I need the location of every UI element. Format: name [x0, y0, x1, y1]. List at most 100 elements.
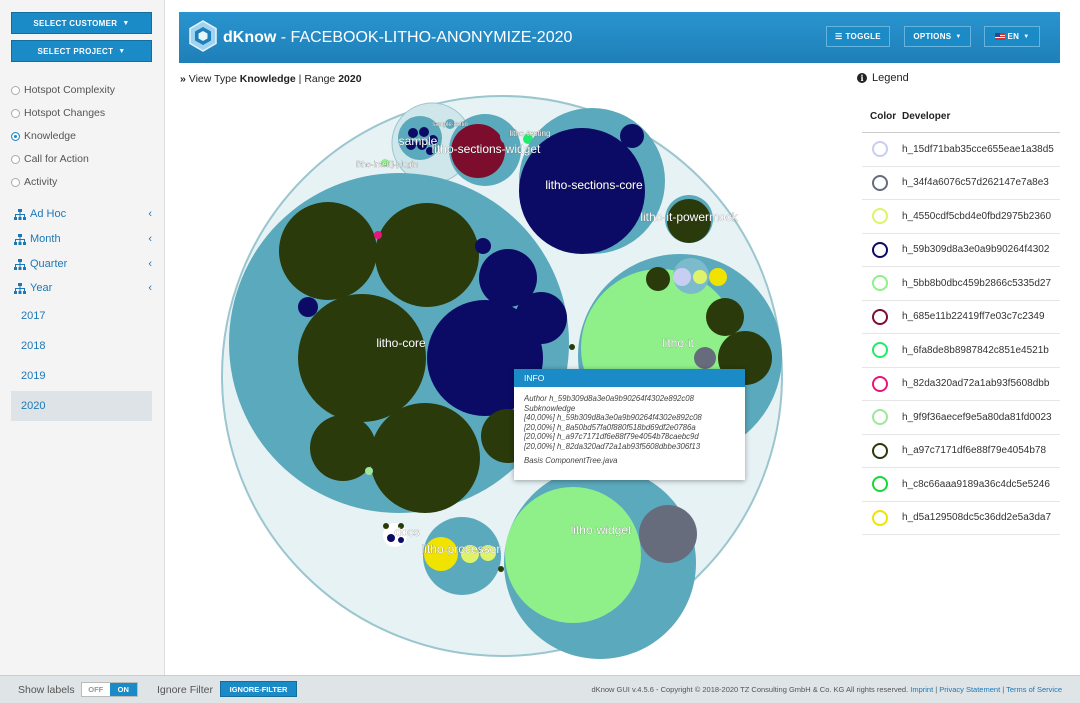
- select-project-label: SELECT PROJECT: [37, 46, 114, 56]
- select-project-button[interactable]: SELECT PROJECT▼: [11, 40, 152, 62]
- nav-month[interactable]: Month ‹: [14, 233, 152, 245]
- nav-label: Month: [30, 233, 61, 245]
- radio-hotspot-changes[interactable]: Hotspot Changes: [11, 107, 105, 119]
- language-button[interactable]: EN▼: [984, 26, 1040, 47]
- file-bubble[interactable]: [480, 545, 496, 561]
- bubble-label-litho-core: litho-core: [376, 336, 426, 350]
- file-bubble[interactable]: [639, 505, 697, 563]
- toggle-button[interactable]: ☰TOGGLE: [826, 26, 890, 47]
- privacy-link[interactable]: Privacy Statement: [939, 685, 1001, 694]
- file-bubble[interactable]: [479, 249, 537, 307]
- nav-ad-hoc[interactable]: Ad Hoc ‹: [14, 208, 152, 220]
- radio-knowledge[interactable]: Knowledge: [11, 130, 76, 142]
- file-bubble[interactable]: [693, 270, 707, 284]
- file-bubble[interactable]: [406, 140, 416, 150]
- file-bubble[interactable]: [417, 140, 427, 150]
- range-value: 2020: [338, 73, 362, 85]
- file-bubble[interactable]: [461, 545, 479, 563]
- color-ring-icon: [872, 141, 888, 158]
- chevron-left-icon: ‹: [148, 208, 152, 220]
- file-bubble[interactable]: [523, 134, 533, 144]
- sample-kotlin-bubble[interactable]: [445, 119, 455, 129]
- file-bubble[interactable]: [374, 231, 382, 239]
- file-bubble[interactable]: [398, 523, 404, 529]
- select-customer-button[interactable]: SELECT CUSTOMER▼: [11, 12, 152, 34]
- testing-bubble[interactable]: [500, 127, 518, 145]
- color-ring-icon: [872, 476, 888, 493]
- year-item-2017[interactable]: 2017: [11, 301, 152, 331]
- ignore-filter-label: Ignore Filter: [157, 684, 214, 696]
- nav-quarter[interactable]: Quarter ‹: [14, 258, 152, 270]
- file-bubble[interactable]: [375, 203, 479, 307]
- legend-developer: h_6fa8de8b8987842c851e4521b: [902, 344, 1049, 356]
- file-bubble[interactable]: [451, 124, 505, 178]
- radio-label: Knowledge: [24, 130, 76, 142]
- file-bubble[interactable]: [709, 268, 727, 286]
- file-bubble[interactable]: [667, 199, 711, 243]
- file-bubble[interactable]: [298, 297, 318, 317]
- file-bubble[interactable]: [387, 534, 395, 542]
- legend-row: h_4550cdf5cbd4e0fbd2975b2360: [862, 200, 1060, 234]
- file-bubble[interactable]: [310, 415, 376, 481]
- radio-icon: [11, 177, 20, 187]
- file-bubble[interactable]: [298, 294, 426, 422]
- toggle-off[interactable]: OFF: [82, 683, 110, 696]
- file-bubble[interactable]: [646, 267, 670, 291]
- file-bubble[interactable]: [419, 127, 429, 137]
- file-bubble[interactable]: [383, 523, 389, 529]
- year-item-2020[interactable]: 2020: [11, 391, 152, 421]
- file-bubble[interactable]: [673, 268, 691, 286]
- nav-year[interactable]: Year ‹: [14, 282, 152, 294]
- file-bubble[interactable]: [428, 135, 438, 145]
- file-bubble[interactable]: [475, 238, 491, 254]
- sitemap-icon: [14, 258, 26, 270]
- options-button[interactable]: OPTIONS▼: [904, 26, 971, 47]
- file-bubble[interactable]: [569, 344, 575, 350]
- ignore-filter-button[interactable]: IGNORE-FILTER: [220, 681, 297, 697]
- nav-label: Year: [30, 282, 53, 294]
- legend-col-developer: Developer: [902, 110, 951, 122]
- legend-developer: h_c8c66aaa9189a36c4dc5e5246: [902, 478, 1050, 490]
- legend-developer: h_4550cdf5cbd4e0fbd2975b2360: [902, 210, 1052, 222]
- terms-link[interactable]: Terms of Service: [1006, 685, 1062, 694]
- legend-row: h_59b309d8a3e0a9b90264f4302: [862, 234, 1060, 267]
- radio-call-for-action[interactable]: Call for Action: [11, 153, 89, 165]
- file-bubble[interactable]: [365, 467, 373, 475]
- color-ring-icon: [872, 241, 888, 258]
- legend-developer: h_d5a129508dc5c36dd2e5a3da7: [902, 512, 1052, 524]
- file-bubble[interactable]: [370, 403, 480, 513]
- intellij-plugin-bubble[interactable]: [381, 159, 389, 167]
- file-bubble[interactable]: [694, 347, 716, 369]
- show-labels-toggle[interactable]: OFF ON: [81, 682, 138, 697]
- legend-swatch: [862, 241, 902, 258]
- radio-icon: [11, 85, 20, 95]
- file-bubble[interactable]: [706, 298, 744, 336]
- radio-icon: [11, 154, 20, 164]
- brand-name: dKnow: [223, 29, 277, 46]
- file-bubble[interactable]: [498, 566, 504, 572]
- file-bubble[interactable]: [620, 124, 644, 148]
- file-bubble[interactable]: [408, 128, 418, 138]
- radio-hotspot-complexity[interactable]: Hotspot Complexity: [11, 84, 115, 96]
- legend-row: h_6fa8de8b8987842c851e4521b: [862, 334, 1060, 368]
- toggle-on[interactable]: ON: [109, 683, 137, 696]
- year-item-2018[interactable]: 2018: [11, 331, 152, 361]
- year-item-2019[interactable]: 2019: [11, 361, 152, 391]
- info-file: Basis ComponentTree.java: [524, 455, 618, 465]
- file-bubble[interactable]: [398, 537, 404, 543]
- legend-swatch: [862, 174, 902, 191]
- file-bubble[interactable]: [279, 202, 377, 300]
- file-bubble[interactable]: [519, 128, 645, 254]
- file-bubble[interactable]: [505, 487, 641, 623]
- double-chevron-right-icon: »: [180, 73, 186, 85]
- imprint-link[interactable]: Imprint: [910, 685, 934, 694]
- file-bubble[interactable]: [424, 537, 458, 571]
- color-ring-icon: [872, 208, 888, 225]
- file-bubble[interactable]: [426, 147, 434, 155]
- options-label: OPTIONS: [913, 32, 952, 41]
- legend-developer: h_685e11b22419ff7e03c7c2349: [902, 311, 1045, 323]
- us-flag-icon: [994, 33, 1005, 40]
- radio-activity[interactable]: Activity: [11, 176, 57, 188]
- color-ring-icon: [872, 442, 888, 459]
